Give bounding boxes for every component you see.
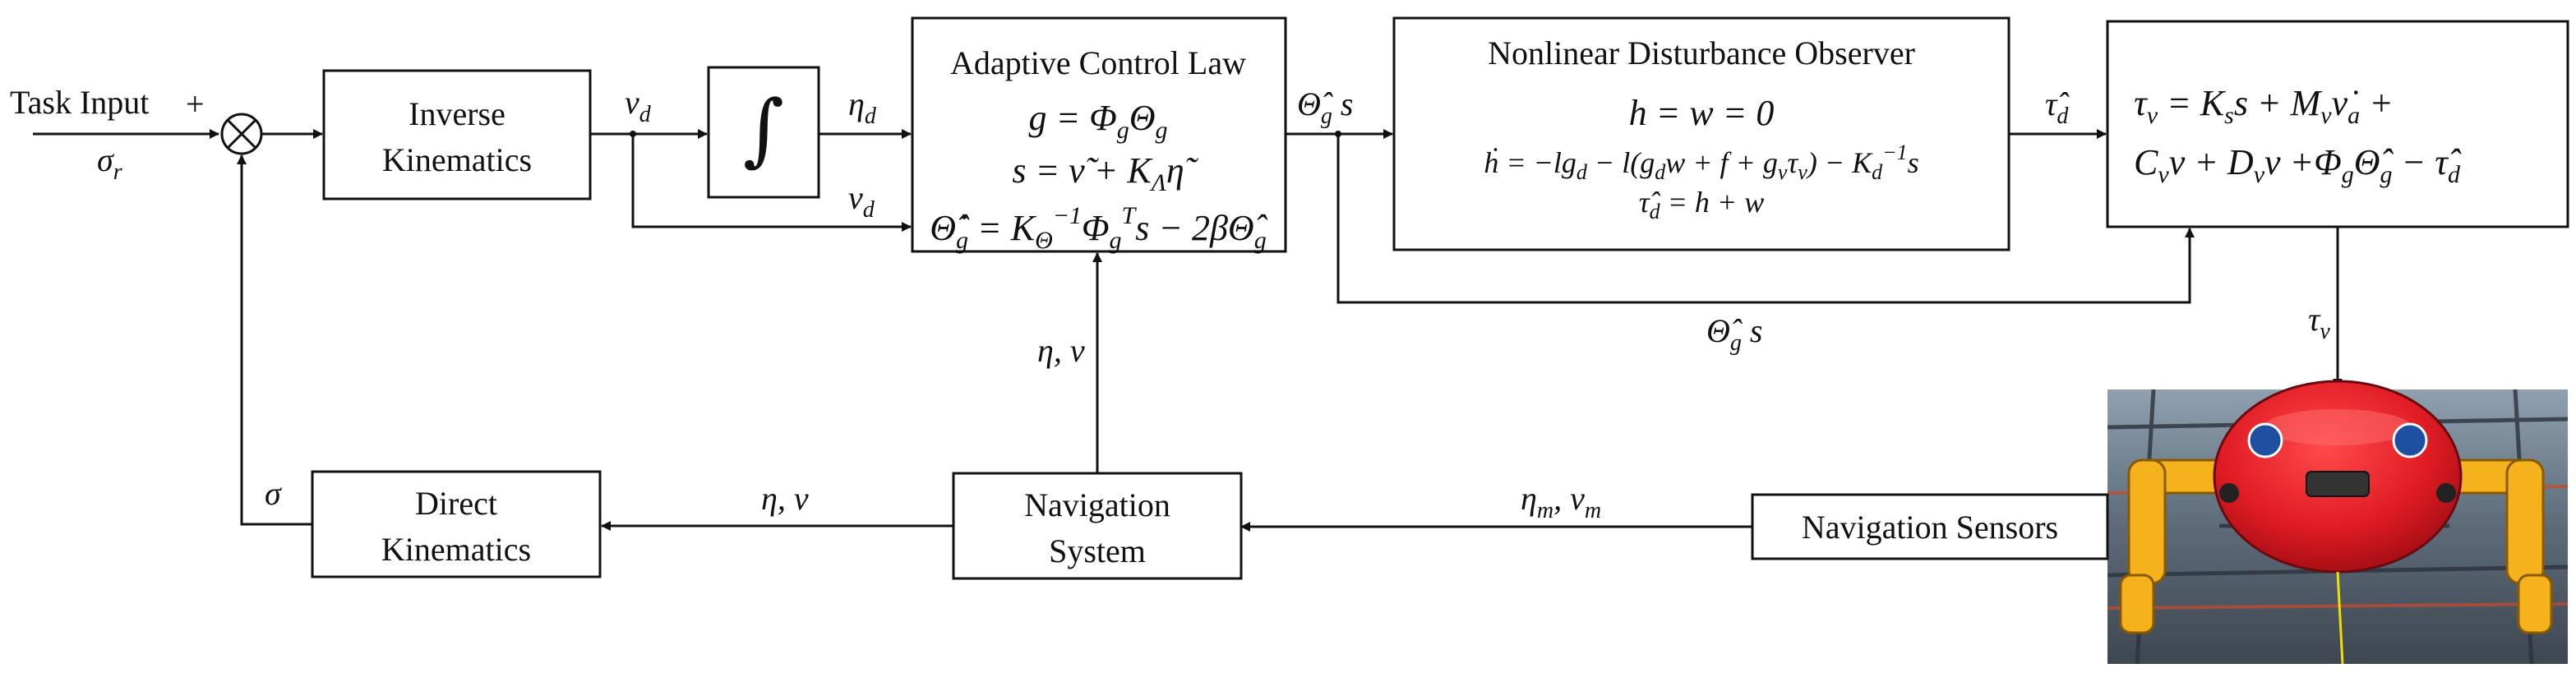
wire-theta-s-bypass xyxy=(1336,134,2195,304)
svg-text:ηm, νm: ηm, νm xyxy=(1521,480,1601,523)
theta-s-label-top: Θ̂g s xyxy=(1297,85,1353,129)
svg-text:ηd: ηd xyxy=(848,85,877,129)
direct-kinematics-line1: Direct xyxy=(415,485,497,522)
svg-text:η, ν: η, ν xyxy=(761,480,809,517)
adaptive-control-law-block xyxy=(911,16,1287,253)
nu-d-label-2: νd xyxy=(848,179,875,223)
svg-text:τv = Kss + Mvν̇a +: τv = Kss + Mvν̇a + xyxy=(2134,83,2394,129)
integrator-block xyxy=(707,66,820,199)
integral-icon: ∫ xyxy=(743,83,784,175)
summing-plus-sign: + xyxy=(186,85,205,122)
tau-hat-d-label: τ̂d xyxy=(2045,85,2069,129)
theta-s-label-bottom: Θ̂g s xyxy=(1706,312,1762,356)
wire-feedback-sigma xyxy=(237,154,312,526)
branch-point-nu-d xyxy=(630,131,636,137)
sigma-r-label: σr xyxy=(97,141,122,185)
eta-nu-label-up: η, ν xyxy=(1037,332,1085,369)
branch-point-theta-s xyxy=(1335,131,1341,137)
svg-text:s = ν̃ + KΛη̃: s = ν̃ + KΛη̃ xyxy=(1012,150,1198,196)
disturbance-observer-eq2: ḣ = −lgd − l(gdw + f + gvτv) − Kd−1s xyxy=(1484,141,1918,184)
adaptive-control-title: Adaptive Control Law xyxy=(950,44,1246,81)
svg-text:τ̂d = h + w: τ̂d = h + w xyxy=(1639,186,1765,223)
svg-text:g = ΦgΘg: g = ΦgΘg xyxy=(1029,98,1168,144)
inverse-kinematics-line2: Kinematics xyxy=(382,141,532,178)
svg-text:Cvν + Dvν +ΦgΘ̂g − τ̂d: Cvν + Dvν +ΦgΘ̂g − τ̂d xyxy=(2134,142,2462,188)
underwater-robot-photo xyxy=(2107,380,2569,665)
disturbance-observer-block xyxy=(1392,16,2010,251)
svg-text:τv: τv xyxy=(2308,301,2330,344)
svg-text:Θ̂g s: Θ̂g s xyxy=(1297,85,1353,129)
adaptive-control-eq3: Θ̂̇g = KΘ−1ΦgTs − 2βΘ̂g xyxy=(930,202,1267,254)
svg-text:Θ̂̇g = KΘ−1ΦgTs − 2βΘ̂g: Θ̂̇g = KΘ−1ΦgTs − 2βΘ̂g xyxy=(930,202,1267,254)
navigation-sensors-label: Navigation Sensors xyxy=(1802,509,2058,546)
disturbance-observer-eq1: h = w = 0 xyxy=(1629,93,1775,133)
nu-d-label-1: νd xyxy=(625,84,652,127)
inverse-kinematics-block xyxy=(322,69,592,200)
eta-d-label: ηd xyxy=(848,85,877,129)
disturbance-observer-title: Nonlinear Disturbance Observer xyxy=(1488,35,1915,71)
svg-text:τ̂d: τ̂d xyxy=(2045,85,2069,129)
adaptive-control-eq2: s = ν̃ + KΛη̃ xyxy=(1012,150,1198,196)
direct-kinematics-block xyxy=(311,470,602,578)
svg-text:η, ν: η, ν xyxy=(1037,332,1085,369)
disturbance-observer-eq3: τ̂d = h + w xyxy=(1639,186,1765,223)
svg-text:h = w = 0: h = w = 0 xyxy=(1629,93,1775,133)
svg-text:ḣ = −lgd − l(gdw + f + gvτv) −: ḣ = −lgd − l(gdw + f + gvτv) − Kd−1s xyxy=(1484,141,1918,184)
control-output-eq2: Cvν + Dvν +ΦgΘ̂g − τ̂d xyxy=(2134,142,2462,188)
svg-text:νd: νd xyxy=(848,179,875,223)
inverse-kinematics-line1: Inverse xyxy=(409,95,506,132)
navigation-sensors-block xyxy=(1751,493,2109,560)
svg-text:νd: νd xyxy=(625,84,652,127)
navigation-system-line1: Navigation xyxy=(1024,486,1170,523)
direct-kinematics-line2: Kinematics xyxy=(381,531,531,568)
control-output-eq1: τv = Kss + Mvν̇a + xyxy=(2134,83,2394,129)
wire-nu-d-branch xyxy=(631,134,912,232)
eta-nu-label-left: η, ν xyxy=(761,480,809,517)
task-input-label: Task Input xyxy=(10,84,149,121)
svg-text:Θ̂g s: Θ̂g s xyxy=(1706,312,1762,356)
tau-v-label: τv xyxy=(2308,301,2330,344)
svg-text:σr: σr xyxy=(97,141,122,185)
summing-junction xyxy=(220,113,263,155)
control-output-block xyxy=(2106,20,2569,228)
adaptive-control-eq1: g = ΦgΘg xyxy=(1029,98,1168,144)
eta-m-nu-m-label: ηm, νm xyxy=(1521,480,1601,523)
sigma-label: σ xyxy=(265,475,282,512)
navigation-system-line2: System xyxy=(1049,532,1146,569)
